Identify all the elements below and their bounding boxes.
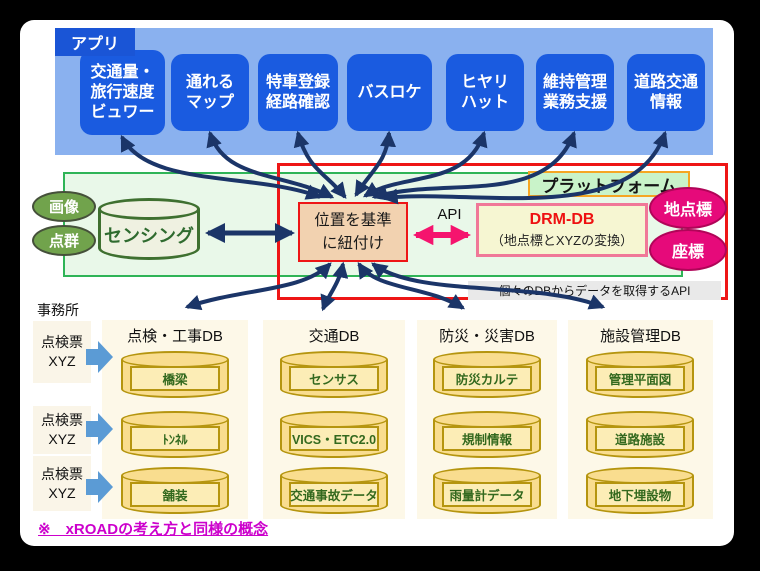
app-traffic-volume-viewer: 交通量・ 旅行速度 ビュワー bbox=[80, 50, 165, 135]
db-cylinder: 道路施設 bbox=[586, 411, 694, 458]
app-passable-map: 通れる マップ bbox=[171, 54, 249, 131]
db-api-note: 個々のDBからデータを取得するAPI bbox=[468, 281, 721, 300]
office-label: 事務所 bbox=[37, 302, 79, 318]
db-cylinder-label: 防災カルテ bbox=[442, 366, 532, 391]
db-column-disaster: 防災・災害DB 防災カルテ 規制情報 雨量計データ bbox=[417, 320, 557, 519]
app-road-traffic-info: 道路交通 情報 bbox=[627, 54, 705, 131]
db-cylinder-label: センサス bbox=[289, 366, 379, 391]
inspection-sheet-xyz-3: 点検票 XYZ bbox=[33, 456, 91, 511]
app-near-miss: ヒヤリ ハット bbox=[446, 54, 524, 131]
app-maintenance-support: 維持管理 業務支援 bbox=[536, 54, 614, 131]
input-pointcloud-ellipse: 点群 bbox=[32, 225, 96, 256]
position-link-box: 位置を基準 に紐付け bbox=[298, 202, 408, 262]
db-column-facility: 施設管理DB 管理平面図 道路施設 地下埋設物 bbox=[568, 320, 713, 519]
apps-tag: アプリ bbox=[55, 28, 135, 56]
db-cylinder-label: 橋梁 bbox=[130, 366, 220, 391]
sensing-db-cylinder: センシング bbox=[98, 198, 200, 260]
diagram-canvas: アプリ 交通量・ 旅行速度 ビュワー 通れる マップ 特車登録 経路確認 バスロ… bbox=[20, 20, 734, 546]
db-column-title: 点検・工事DB bbox=[127, 328, 223, 345]
db-cylinder: ﾄﾝﾈﾙ bbox=[121, 411, 229, 458]
drm-db-title: DRM-DB bbox=[529, 211, 595, 228]
db-cylinder-label: 規制情報 bbox=[442, 426, 532, 451]
db-cylinder: 管理平面図 bbox=[586, 351, 694, 398]
db-cylinder: 防災カルテ bbox=[433, 351, 541, 398]
db-column-title: 防災・災害DB bbox=[439, 328, 535, 345]
app-special-vehicle-route: 特車登録 経路確認 bbox=[258, 54, 338, 131]
db-column-title: 交通DB bbox=[308, 328, 360, 345]
sensing-db-label: センシング bbox=[104, 226, 194, 246]
drm-db-box: DRM-DB （地点標とXYZの変換） bbox=[476, 203, 648, 257]
db-cylinder: VICS・ETC2.0 bbox=[280, 411, 388, 458]
db-cylinder: 交通事故データ bbox=[280, 467, 388, 514]
db-cylinder: 地下埋設物 bbox=[586, 467, 694, 514]
db-cylinder-label: VICS・ETC2.0 bbox=[289, 426, 379, 451]
db-cylinder-label: 雨量計データ bbox=[442, 482, 532, 507]
output-coordinate-ellipse: 座標 bbox=[649, 229, 727, 271]
db-cylinder: 規制情報 bbox=[433, 411, 541, 458]
db-cylinder: 舗装 bbox=[121, 467, 229, 514]
footnote-xroad: ※ xROADの考え方と同様の概念 bbox=[38, 521, 269, 538]
db-column-title: 施設管理DB bbox=[600, 328, 681, 345]
db-cylinder: 雨量計データ bbox=[433, 467, 541, 514]
db-column-traffic: 交通DB センサス VICS・ETC2.0 交通事故データ bbox=[263, 320, 405, 519]
api-arrow-label: API bbox=[437, 205, 462, 223]
inspection-sheet-xyz-1: 点検票 XYZ bbox=[33, 321, 91, 383]
db-cylinder-label: ﾄﾝﾈﾙ bbox=[130, 426, 220, 451]
db-cylinder-label: 地下埋設物 bbox=[595, 482, 685, 507]
drm-db-subtitle: （地点標とXYZの変換） bbox=[490, 233, 634, 248]
db-column-inspection-construction: 点検・工事DB 橋梁 ﾄﾝﾈﾙ 舗装 bbox=[102, 320, 248, 519]
cylinder-top bbox=[98, 198, 200, 220]
db-cylinder-label: 道路施設 bbox=[595, 426, 685, 451]
input-image-ellipse: 画像 bbox=[32, 191, 96, 222]
inspection-sheet-xyz-2: 点検票 XYZ bbox=[33, 406, 91, 454]
db-cylinder-label: 管理平面図 bbox=[595, 366, 685, 391]
output-milestone-ellipse: 地点標 bbox=[649, 187, 727, 229]
db-cylinder-label: 交通事故データ bbox=[289, 482, 379, 507]
db-cylinder: 橋梁 bbox=[121, 351, 229, 398]
db-cylinder-label: 舗装 bbox=[130, 482, 220, 507]
app-bus-locator: バスロケ bbox=[347, 54, 432, 131]
db-cylinder: センサス bbox=[280, 351, 388, 398]
